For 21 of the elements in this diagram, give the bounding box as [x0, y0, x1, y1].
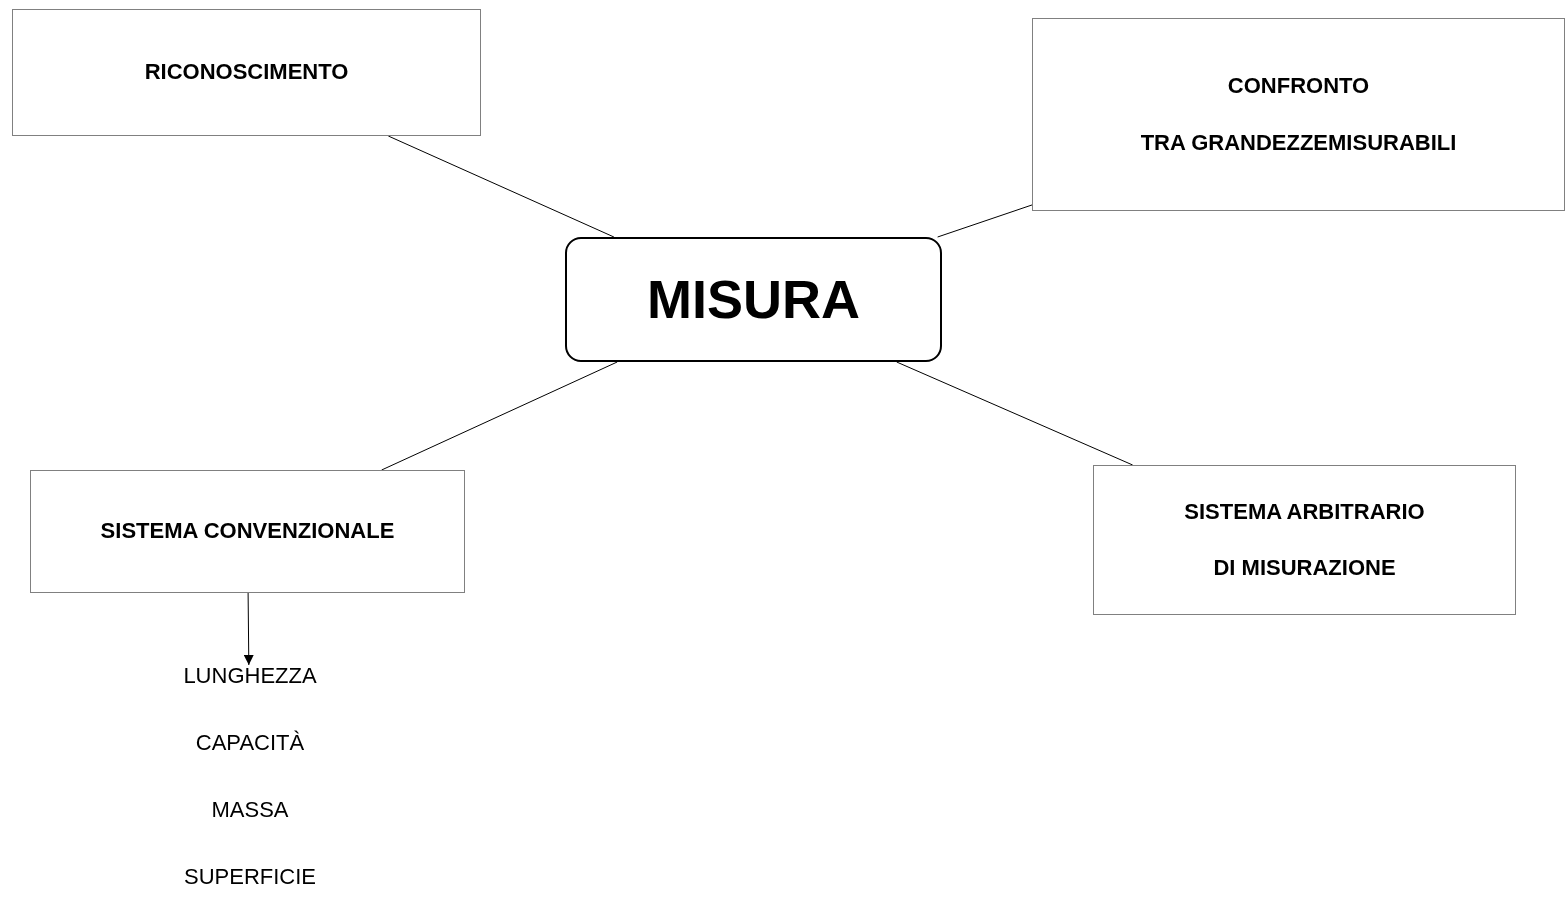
concept-text: DI MISURAZIONE — [1213, 555, 1396, 582]
connector-line — [387, 135, 615, 238]
concept-box — [1093, 465, 1516, 615]
arrow — [243, 592, 254, 666]
connector-line — [937, 204, 1033, 238]
main-concept-text: MISURA — [647, 268, 860, 332]
concept-box — [30, 470, 465, 593]
concept-box — [12, 9, 481, 136]
concept-text: SISTEMA ARBITRARIO — [1184, 498, 1425, 525]
list-item-text: LUNGHEZZA — [183, 665, 317, 687]
list-item-text: SUPERFICIE — [184, 866, 316, 888]
connector-line — [896, 361, 1134, 466]
concept-text: RICONOSCIMENTO — [144, 59, 349, 86]
concept-text: TRA GRANDEZZEMISURABILI — [1140, 129, 1457, 156]
main-concept-box — [565, 237, 942, 362]
concept-text: CONFRONTO — [1227, 73, 1370, 100]
concept-box — [1032, 18, 1565, 211]
connector-line — [381, 361, 618, 471]
concept-text: SISTEMA CONVENZIONALE — [100, 518, 395, 545]
list-item-text: MASSA — [211, 799, 289, 821]
list-item-text: CAPACITÀ — [195, 732, 305, 754]
